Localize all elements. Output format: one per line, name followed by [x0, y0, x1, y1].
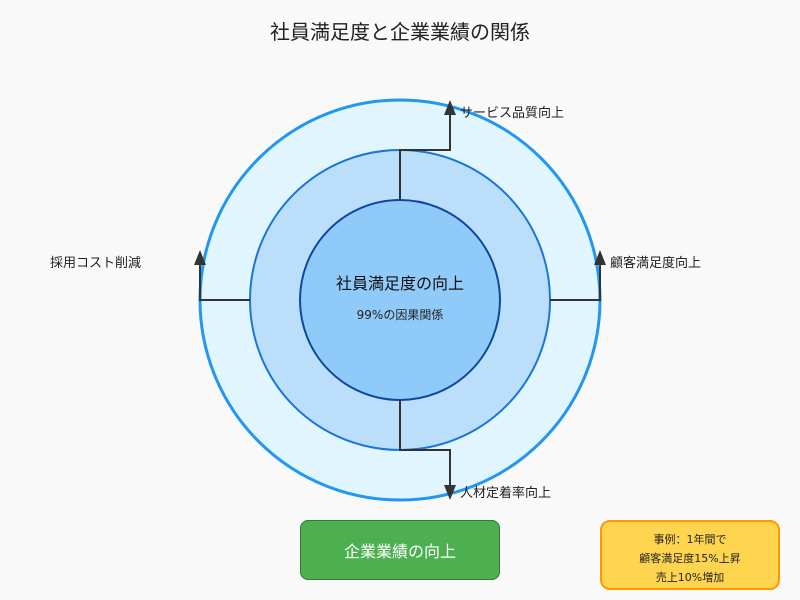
center-subtitle: 99%の因果関係 — [356, 308, 444, 322]
outcome-top-label: サービス品質向上 — [460, 106, 565, 121]
arrowhead-bottom — [444, 485, 456, 500]
center-title: 社員満足度の向上 — [335, 274, 464, 293]
outcome-bottom-label: 人材定着率向上 — [460, 486, 552, 501]
diagram-title: 社員満足度と企業業績の関係 — [270, 20, 530, 44]
result-box: 企業業績の向上 — [300, 520, 500, 580]
result-label: 企業業績の向上 — [343, 542, 456, 561]
example-line-2: 顧客満足度15%上昇 — [639, 552, 741, 565]
arrowhead-top — [444, 100, 456, 115]
example-line-3: 売上10%増加 — [655, 571, 725, 584]
connector-bottom — [399, 400, 451, 497]
connector-left — [199, 253, 250, 301]
connector-right — [550, 253, 601, 301]
inner-circle — [299, 199, 501, 401]
outcome-left-label: 採用コスト削減 — [50, 256, 142, 271]
example-line-1: 事例：1年間で — [653, 533, 727, 546]
outcome-right-label: 顧客満足度向上 — [610, 256, 702, 271]
arrowhead-left — [194, 250, 206, 265]
example-box: 事例：1年間で 顧客満足度15%上昇 売上10%増加 — [600, 520, 780, 590]
connector-top — [399, 103, 451, 200]
arrowhead-right — [594, 250, 606, 265]
